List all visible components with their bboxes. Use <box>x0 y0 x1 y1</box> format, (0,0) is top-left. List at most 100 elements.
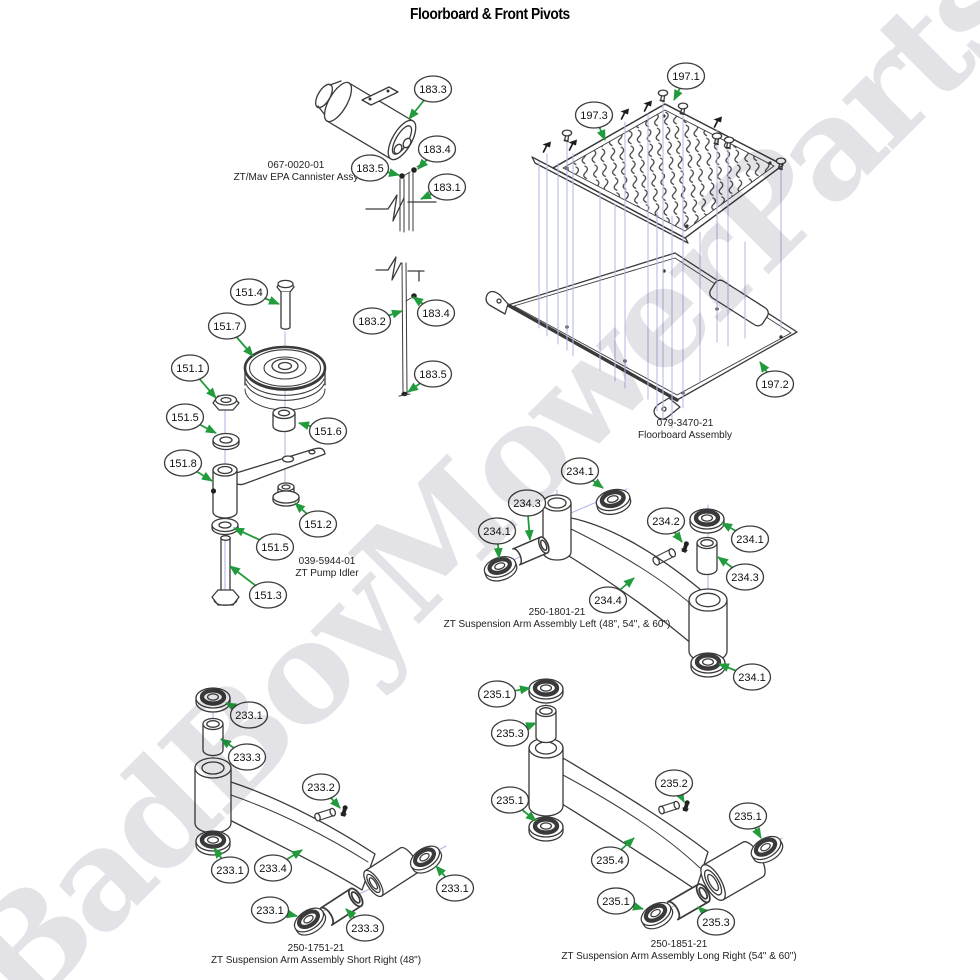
callout-235.3: 235.3 <box>490 719 537 747</box>
hose-drawing <box>375 256 425 397</box>
callout-151.4: 151.4 <box>229 278 280 306</box>
callout-233.3: 233.3 <box>220 738 267 771</box>
svg-text:183.5: 183.5 <box>419 369 447 381</box>
callout-151.6: 151.6 <box>298 417 348 445</box>
callout-234.1: 234.1 <box>721 522 770 553</box>
svg-text:233.1: 233.1 <box>256 905 284 917</box>
part-number: 039-5944-01 <box>298 556 356 567</box>
label-pump-idler: 039-5944-01 ZT Pump Idler <box>247 556 407 580</box>
part-name: ZT Suspension Arm Assembly Short Right (… <box>210 955 422 966</box>
svg-text:234.3: 234.3 <box>731 572 759 584</box>
label-arm-long-right: 250-1851-21 ZT Suspension Arm Assembly L… <box>549 939 809 963</box>
callout-234.3: 234.3 <box>507 489 547 541</box>
part-name: ZT Pump Idler <box>295 568 359 579</box>
callout-151.1: 151.1 <box>170 354 217 399</box>
callout-183.3: 183.3 <box>408 75 453 120</box>
callout-197.2: 197.2 <box>755 361 795 398</box>
floorboard-drawing <box>485 89 798 429</box>
svg-text:235.1: 235.1 <box>602 896 630 908</box>
part-number: 067-0020-01 <box>267 160 325 171</box>
svg-text:151.3: 151.3 <box>254 590 282 602</box>
svg-text:233.1: 233.1 <box>235 710 263 722</box>
callout-233.4: 233.4 <box>253 849 303 882</box>
callout-151.2: 151.2 <box>294 502 338 538</box>
callout-197.3: 197.3 <box>574 101 614 141</box>
part-number: 250-1751-21 <box>287 943 345 954</box>
callout-233.1: 233.1 <box>225 701 269 729</box>
callout-233.1: 233.1 <box>250 896 298 924</box>
svg-text:151.5: 151.5 <box>171 412 199 424</box>
label-arm-short-right: 250-1751-21 ZT Suspension Arm Assembly S… <box>186 943 446 967</box>
svg-text:235.4: 235.4 <box>596 855 624 867</box>
svg-text:183.4: 183.4 <box>422 308 450 320</box>
svg-text:151.7: 151.7 <box>213 321 241 333</box>
callout-234.4: 234.4 <box>588 577 635 614</box>
part-name: ZT Suspension Arm Assembly Left (48", 54… <box>443 619 671 630</box>
callout-183.5: 183.5 <box>350 154 400 182</box>
svg-text:183.5: 183.5 <box>356 163 384 175</box>
svg-text:234.1: 234.1 <box>566 466 594 478</box>
svg-text:183.1: 183.1 <box>433 182 461 194</box>
svg-text:234.4: 234.4 <box>594 595 622 607</box>
callout-235.1: 235.1 <box>728 802 768 839</box>
svg-text:233.3: 233.3 <box>351 923 379 935</box>
svg-text:151.4: 151.4 <box>235 287 263 299</box>
callout-183.4: 183.4 <box>417 135 457 170</box>
svg-text:234.2: 234.2 <box>652 516 680 528</box>
svg-text:197.1: 197.1 <box>672 71 700 83</box>
label-floorboard: 079-3470-21 Floorboard Assembly <box>585 418 785 442</box>
svg-text:183.2: 183.2 <box>358 316 386 328</box>
part-name: ZT Suspension Arm Assembly Long Right (5… <box>561 951 797 962</box>
svg-text:183.3: 183.3 <box>419 84 447 96</box>
callout-183.1: 183.1 <box>420 173 467 201</box>
part-number: 079-3470-21 <box>656 418 714 429</box>
part-number: 250-1851-21 <box>650 939 708 950</box>
callout-234.1: 234.1 <box>477 517 517 559</box>
callout-235.2: 235.2 <box>654 769 694 803</box>
svg-text:151.5: 151.5 <box>261 542 289 554</box>
cannister-drawing <box>315 80 437 233</box>
svg-text:233.3: 233.3 <box>233 752 261 764</box>
svg-text:235.3: 235.3 <box>496 728 524 740</box>
svg-text:183.4: 183.4 <box>423 144 451 156</box>
callout-197.1: 197.1 <box>666 62 706 101</box>
callout-183.5: 183.5 <box>407 360 453 393</box>
label-arm-left: 250-1801-21 ZT Suspension Arm Assembly L… <box>437 607 677 631</box>
suspension-arm-short-right-drawing <box>195 688 446 940</box>
callout-183.4: 183.4 <box>412 296 456 327</box>
callout-151.5: 151.5 <box>233 527 295 561</box>
svg-text:233.4: 233.4 <box>259 863 287 875</box>
svg-text:233.1: 233.1 <box>441 883 469 895</box>
part-name: ZT/Mav EPA Cannister Assy <box>233 172 359 183</box>
svg-text:235.2: 235.2 <box>660 778 688 790</box>
pump-idler-drawing <box>210 279 327 606</box>
svg-text:151.8: 151.8 <box>169 458 197 470</box>
callout-235.1: 235.1 <box>596 887 644 915</box>
svg-text:235.1: 235.1 <box>496 795 524 807</box>
svg-text:151.1: 151.1 <box>176 363 204 375</box>
callout-234.2: 234.2 <box>646 507 686 543</box>
callout-234.3: 234.3 <box>717 556 765 591</box>
svg-text:234.1: 234.1 <box>738 672 766 684</box>
callout-234.1: 234.1 <box>718 663 772 691</box>
part-number: 250-1801-21 <box>528 607 586 618</box>
callout-235.1: 235.1 <box>477 680 531 708</box>
callout-233.3: 233.3 <box>345 908 385 942</box>
label-cannister: 067-0020-01 ZT/Mav EPA Cannister Assy <box>196 160 396 184</box>
callout-151.3: 151.3 <box>229 565 288 609</box>
callout-183.2: 183.2 <box>352 307 403 335</box>
svg-text:233.1: 233.1 <box>216 865 244 877</box>
callout-151.8: 151.8 <box>163 449 213 482</box>
callout-235.4: 235.4 <box>590 837 635 874</box>
svg-text:235.3: 235.3 <box>702 917 730 929</box>
svg-text:234.1: 234.1 <box>736 534 764 546</box>
callout-235.3: 235.3 <box>696 906 736 936</box>
callout-233.2: 233.2 <box>301 773 341 809</box>
svg-text:151.2: 151.2 <box>304 519 332 531</box>
suspension-arm-long-right-drawing <box>529 679 787 934</box>
svg-text:233.2: 233.2 <box>307 782 335 794</box>
callout-151.5: 151.5 <box>165 403 217 434</box>
